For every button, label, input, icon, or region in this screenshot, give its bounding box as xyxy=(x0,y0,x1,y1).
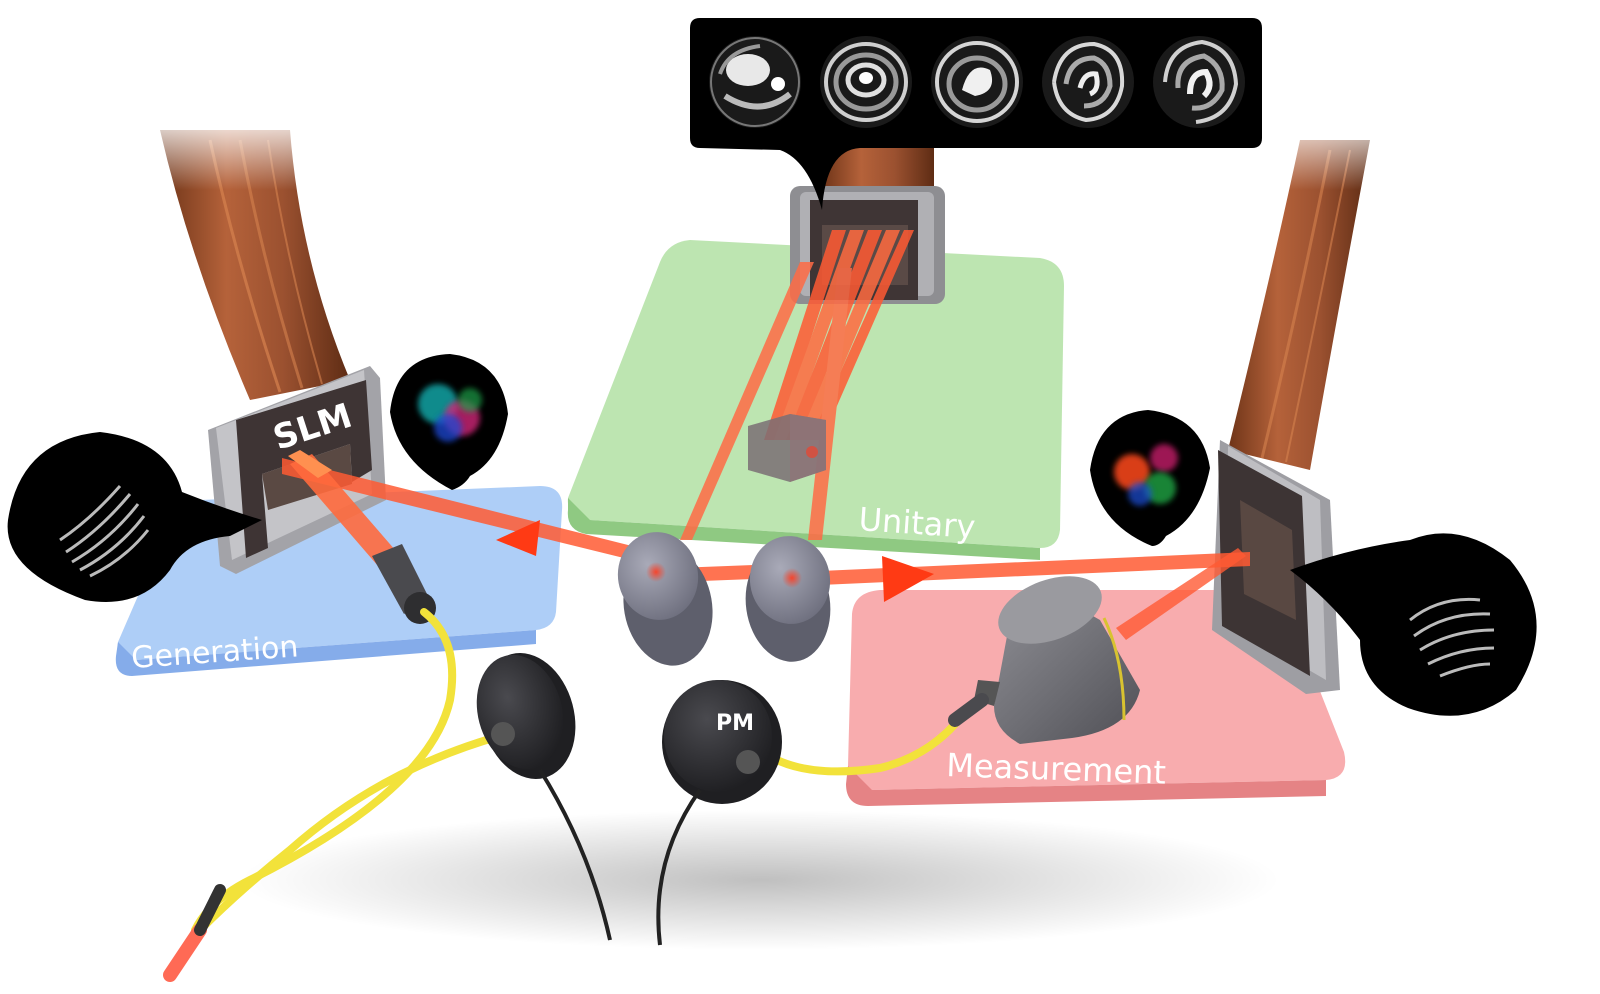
power-meter-label: PM xyxy=(716,711,754,736)
phase-mask-1 xyxy=(709,36,801,128)
ribbon-cable-generation xyxy=(140,110,350,400)
measurement-label: Measurement xyxy=(946,746,1167,792)
spatial-light-modulator-icon xyxy=(1212,440,1340,694)
power-meter-icon xyxy=(476,653,612,941)
generation-mode-callout xyxy=(390,354,508,490)
floor-shadow xyxy=(240,810,1280,950)
phase-mask-callout xyxy=(690,18,1262,210)
mirror-icon xyxy=(745,536,831,662)
phase-mask-3 xyxy=(931,36,1023,128)
prism-icon xyxy=(748,414,826,482)
optical-fibers xyxy=(163,608,966,982)
phase-mask-4 xyxy=(1042,36,1134,128)
beam-arrow-icon xyxy=(882,556,934,602)
fiber-connector-icon xyxy=(948,693,989,727)
mirror-icon xyxy=(617,532,713,666)
generation-hologram-callout xyxy=(7,432,262,602)
beam-arrow-icon xyxy=(496,520,540,556)
ribbon-cable-measurement xyxy=(1228,110,1390,470)
phase-mask-5 xyxy=(1153,36,1245,128)
power-meter-icon xyxy=(656,680,782,946)
objective-lens-icon xyxy=(974,576,1140,744)
unitary-label: Unitary xyxy=(857,500,976,546)
measurement-mode-callout xyxy=(1090,410,1210,546)
measurement-hologram-callout xyxy=(1290,533,1537,716)
phase-mask-2 xyxy=(820,36,912,128)
